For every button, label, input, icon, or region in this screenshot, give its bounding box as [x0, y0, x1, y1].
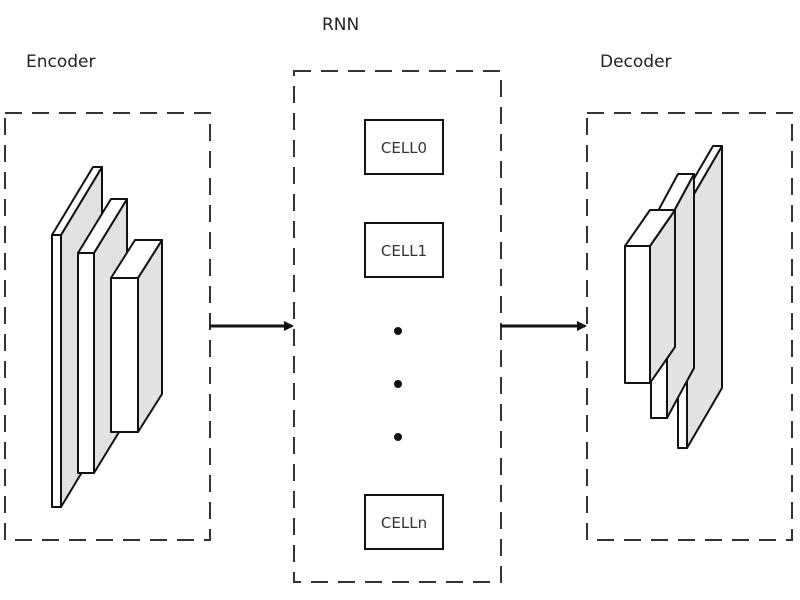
rnn-cell-1: CELL1 [364, 222, 444, 278]
rnn-cell-0: CELL0 [364, 119, 444, 175]
encoder-layer-3 [110, 239, 163, 433]
ellipsis-dot [394, 433, 402, 441]
cell-label: CELL0 [381, 139, 427, 157]
cell-label: CELLn [381, 514, 427, 532]
encoder-layers [51, 166, 163, 508]
decoder-layers [624, 145, 723, 449]
decoder-label: Decoder [600, 52, 672, 72]
decoder-layer-1 [624, 209, 676, 384]
encoder-label: Encoder [26, 52, 96, 72]
ellipsis-dot [394, 380, 402, 388]
ellipsis-dot [394, 327, 402, 335]
cell-label: CELL1 [381, 242, 427, 260]
rnn-cell-n: CELLn [364, 494, 444, 550]
rnn-label: RNN [322, 15, 359, 35]
decoder-box [586, 112, 793, 541]
